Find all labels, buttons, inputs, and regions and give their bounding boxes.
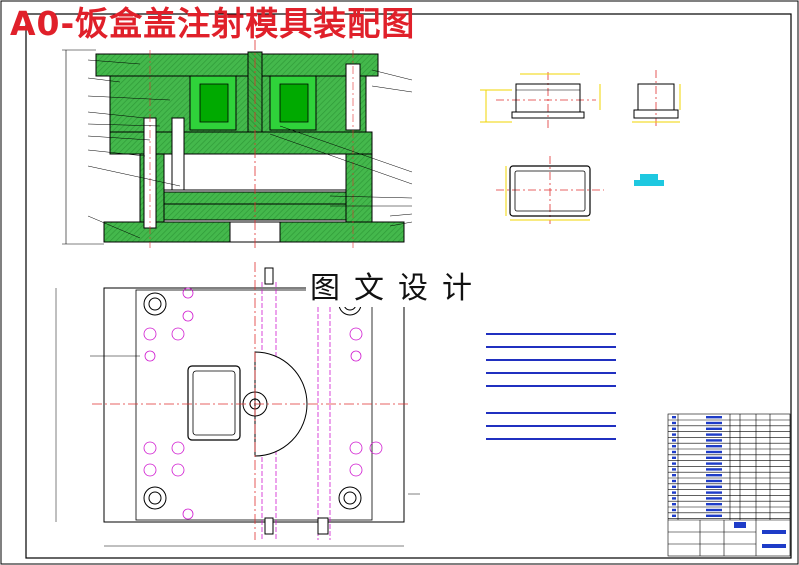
title-block-entry [706, 427, 722, 430]
inner-border [25, 13, 792, 559]
section-view [62, 40, 413, 250]
yellow-dimensions [480, 73, 601, 123]
note-line [486, 376, 616, 387]
part-top [509, 165, 591, 217]
title-block-entry [706, 474, 722, 477]
plan-view [55, 262, 420, 547]
note-line [486, 416, 616, 427]
title-block-entry [706, 416, 722, 419]
leaders-left [87, 59, 181, 239]
note-line [486, 310, 616, 322]
core-left [199, 83, 229, 123]
note-line [486, 350, 616, 361]
title-block-entry [706, 479, 722, 483]
title-block-entry [706, 491, 722, 494]
note-line [486, 403, 616, 414]
title-block-entry [706, 462, 722, 465]
title-block-entry [706, 468, 722, 471]
part-views [480, 70, 681, 224]
top-clamp-plate [95, 53, 379, 77]
spacer-right [345, 153, 373, 223]
title-block-entry [706, 456, 722, 459]
title-block-entry [706, 508, 722, 512]
part-outline [187, 365, 241, 441]
title-block-entry [706, 497, 722, 500]
drawing-title: A0-饭盒盖注射模具装配图 [10, 4, 416, 43]
leaders-right [269, 69, 413, 227]
plan-outline [103, 287, 405, 523]
screws [143, 287, 383, 520]
note-line [486, 324, 616, 335]
note-line [486, 337, 616, 348]
title-block-entry [706, 514, 722, 517]
return-pin [171, 117, 185, 191]
title-block-entry [706, 450, 722, 454]
part-thumb [634, 180, 664, 186]
title-block-entry [706, 433, 722, 436]
title-block-entry [706, 439, 722, 442]
technical-notes [486, 310, 616, 442]
title-block-entry [706, 421, 722, 425]
title-block-entry [706, 503, 722, 506]
title-block-entry [706, 445, 722, 448]
guide-bushings [143, 292, 362, 510]
note-line [486, 363, 616, 374]
title-block-entry [706, 485, 722, 488]
core-right [279, 83, 309, 123]
note-line [486, 389, 616, 401]
watermark: 图文设计 [306, 263, 490, 307]
title-block [667, 413, 791, 557]
note-line [486, 429, 616, 440]
